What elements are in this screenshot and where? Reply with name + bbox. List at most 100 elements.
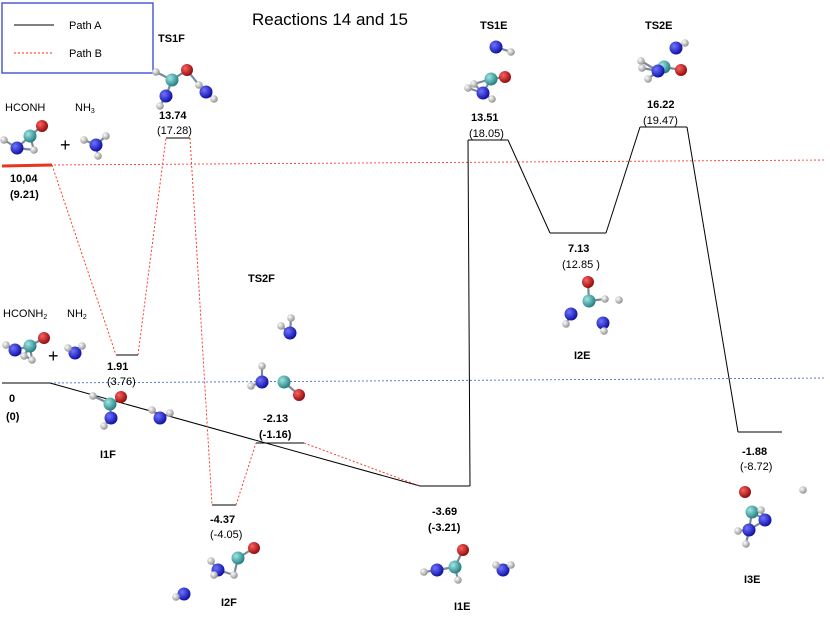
oxygen-atom <box>38 332 50 344</box>
carbon-atom <box>582 294 596 308</box>
path-b-connectors <box>51 137 421 506</box>
reference-line-top <box>49 159 827 166</box>
level-reactants-top <box>1 163 53 168</box>
hydrogen-atom <box>681 39 689 47</box>
nitrogen-atom <box>153 411 167 425</box>
energy-TS2E-a: 16.22 <box>647 99 675 111</box>
hydrogen-atom <box>210 95 218 103</box>
nitrogen-atom <box>476 86 490 100</box>
hydrogen-atom <box>172 593 180 601</box>
molecule-hconh <box>0 120 48 155</box>
reactant-nh3-label: NH3 <box>75 102 95 115</box>
nitrogen-atom <box>669 41 683 55</box>
molecule-nh3 <box>80 132 110 160</box>
molecule-TS2E <box>637 39 689 83</box>
energy-TS2F-a: -2.13 <box>263 413 288 425</box>
hydrogen-atom <box>562 320 570 328</box>
name-TS2F: TS2F <box>248 273 275 285</box>
nitrogen-atom <box>564 307 578 321</box>
molecule-structures <box>0 39 807 601</box>
reactant-hconh-label: HCONH <box>5 102 45 114</box>
name-I1F: I1F <box>100 449 116 461</box>
hydrogen-atom <box>757 506 765 514</box>
carbon-atom <box>277 375 291 389</box>
hydrogen-atom <box>287 314 295 322</box>
hydrogen-atom <box>195 81 203 89</box>
hydrogen-atom <box>100 422 108 430</box>
oxygen-atom <box>582 276 594 288</box>
hydrogen-atom <box>638 64 646 72</box>
diagram-title: Reactions 14 and 15 <box>252 10 408 29</box>
molecule-I2F <box>172 542 260 601</box>
energy-I3E-b: (-8.72) <box>740 461 772 473</box>
hydrogen-atom <box>152 68 160 76</box>
nitrogen-atom <box>159 89 173 103</box>
hydrogen-atom <box>166 409 174 417</box>
nitrogen-atom <box>283 326 297 340</box>
molecule-I1E <box>420 544 515 584</box>
energy-TS1E-b: (18.05) <box>469 128 504 140</box>
carbon-atom <box>484 72 498 86</box>
nitrogen-atom <box>68 346 82 360</box>
hydrogen-atom <box>742 540 750 548</box>
hydrogen-atom <box>80 136 88 144</box>
hydrogen-atom <box>2 341 10 349</box>
energy-TS1E-a: 13.51 <box>471 112 499 124</box>
hydrogen-atom <box>210 571 218 579</box>
name-TS1F: TS1F <box>158 33 185 45</box>
energy-TS2E-b: (19.47) <box>643 115 678 127</box>
molecule-I1F <box>89 391 174 430</box>
hydrogen-atom <box>247 382 255 390</box>
hydrogen-atom <box>507 48 515 56</box>
molecule-I2E <box>562 276 623 335</box>
path-a-connectors <box>49 126 739 487</box>
hydrogen-atom <box>799 486 807 494</box>
name-TS1E: TS1E <box>480 20 508 32</box>
energy-I2E-a: 7.13 <box>568 243 589 255</box>
energy-I1E-b: (-3.21) <box>428 522 461 534</box>
molecule-I3E <box>734 486 807 548</box>
energy-TS1F-a: 13.74 <box>159 110 187 122</box>
oxygen-atom <box>115 391 127 403</box>
energy-I1F-a: 1.91 <box>107 361 128 373</box>
oxygen-atom <box>248 542 260 554</box>
carbon-atom <box>448 560 462 574</box>
hydrogen-atom <box>28 356 36 364</box>
hydrogen-atom <box>492 561 500 569</box>
nitrogen-atom <box>255 375 269 389</box>
carbon-atom <box>745 505 759 519</box>
energy-I3E-a: -1.88 <box>742 446 767 458</box>
hydrogen-atom <box>637 57 645 65</box>
legend-frame <box>1 2 154 74</box>
energy-TS1F-b: (17.28) <box>157 125 192 137</box>
oxygen-atom <box>181 64 193 76</box>
hydrogen-atom <box>78 342 86 350</box>
oxygen-atom <box>739 486 751 498</box>
name-TS2E: TS2E <box>645 20 673 32</box>
reactant-nh2-label: NH2 <box>67 308 87 321</box>
carbon-atom <box>165 73 179 87</box>
reactants-top-labels: HCONH NH3 + <box>5 102 95 155</box>
molecule-hconh2 <box>2 332 50 364</box>
energy-levels <box>1 126 782 506</box>
hydrogen-atom <box>64 344 72 352</box>
legend: Path A Path B <box>1 2 154 74</box>
carbon-atom <box>103 397 117 411</box>
reactants-bottom-labels: HCONH2 NH2 + <box>3 308 87 366</box>
nitrogen-atom <box>89 138 103 152</box>
hydrogen-atom <box>470 80 478 88</box>
carbon-atom <box>23 339 37 353</box>
energy-reactants-bottom-b: (0) <box>6 411 20 423</box>
hydrogen-atom <box>30 146 38 154</box>
hydrogen-atom <box>420 568 428 576</box>
energy-I2E-b: (12.85 ) <box>562 259 600 271</box>
oxygen-atom <box>36 120 48 132</box>
carbon-atom <box>23 129 37 143</box>
carbon-atom <box>231 551 245 565</box>
nitrogen-atom <box>177 587 191 601</box>
reactant-hconh2-label: HCONH2 <box>3 308 47 321</box>
hydrogen-atom <box>0 136 8 144</box>
hydrogen-atom <box>734 527 742 535</box>
reference-line-bottom <box>49 377 827 384</box>
